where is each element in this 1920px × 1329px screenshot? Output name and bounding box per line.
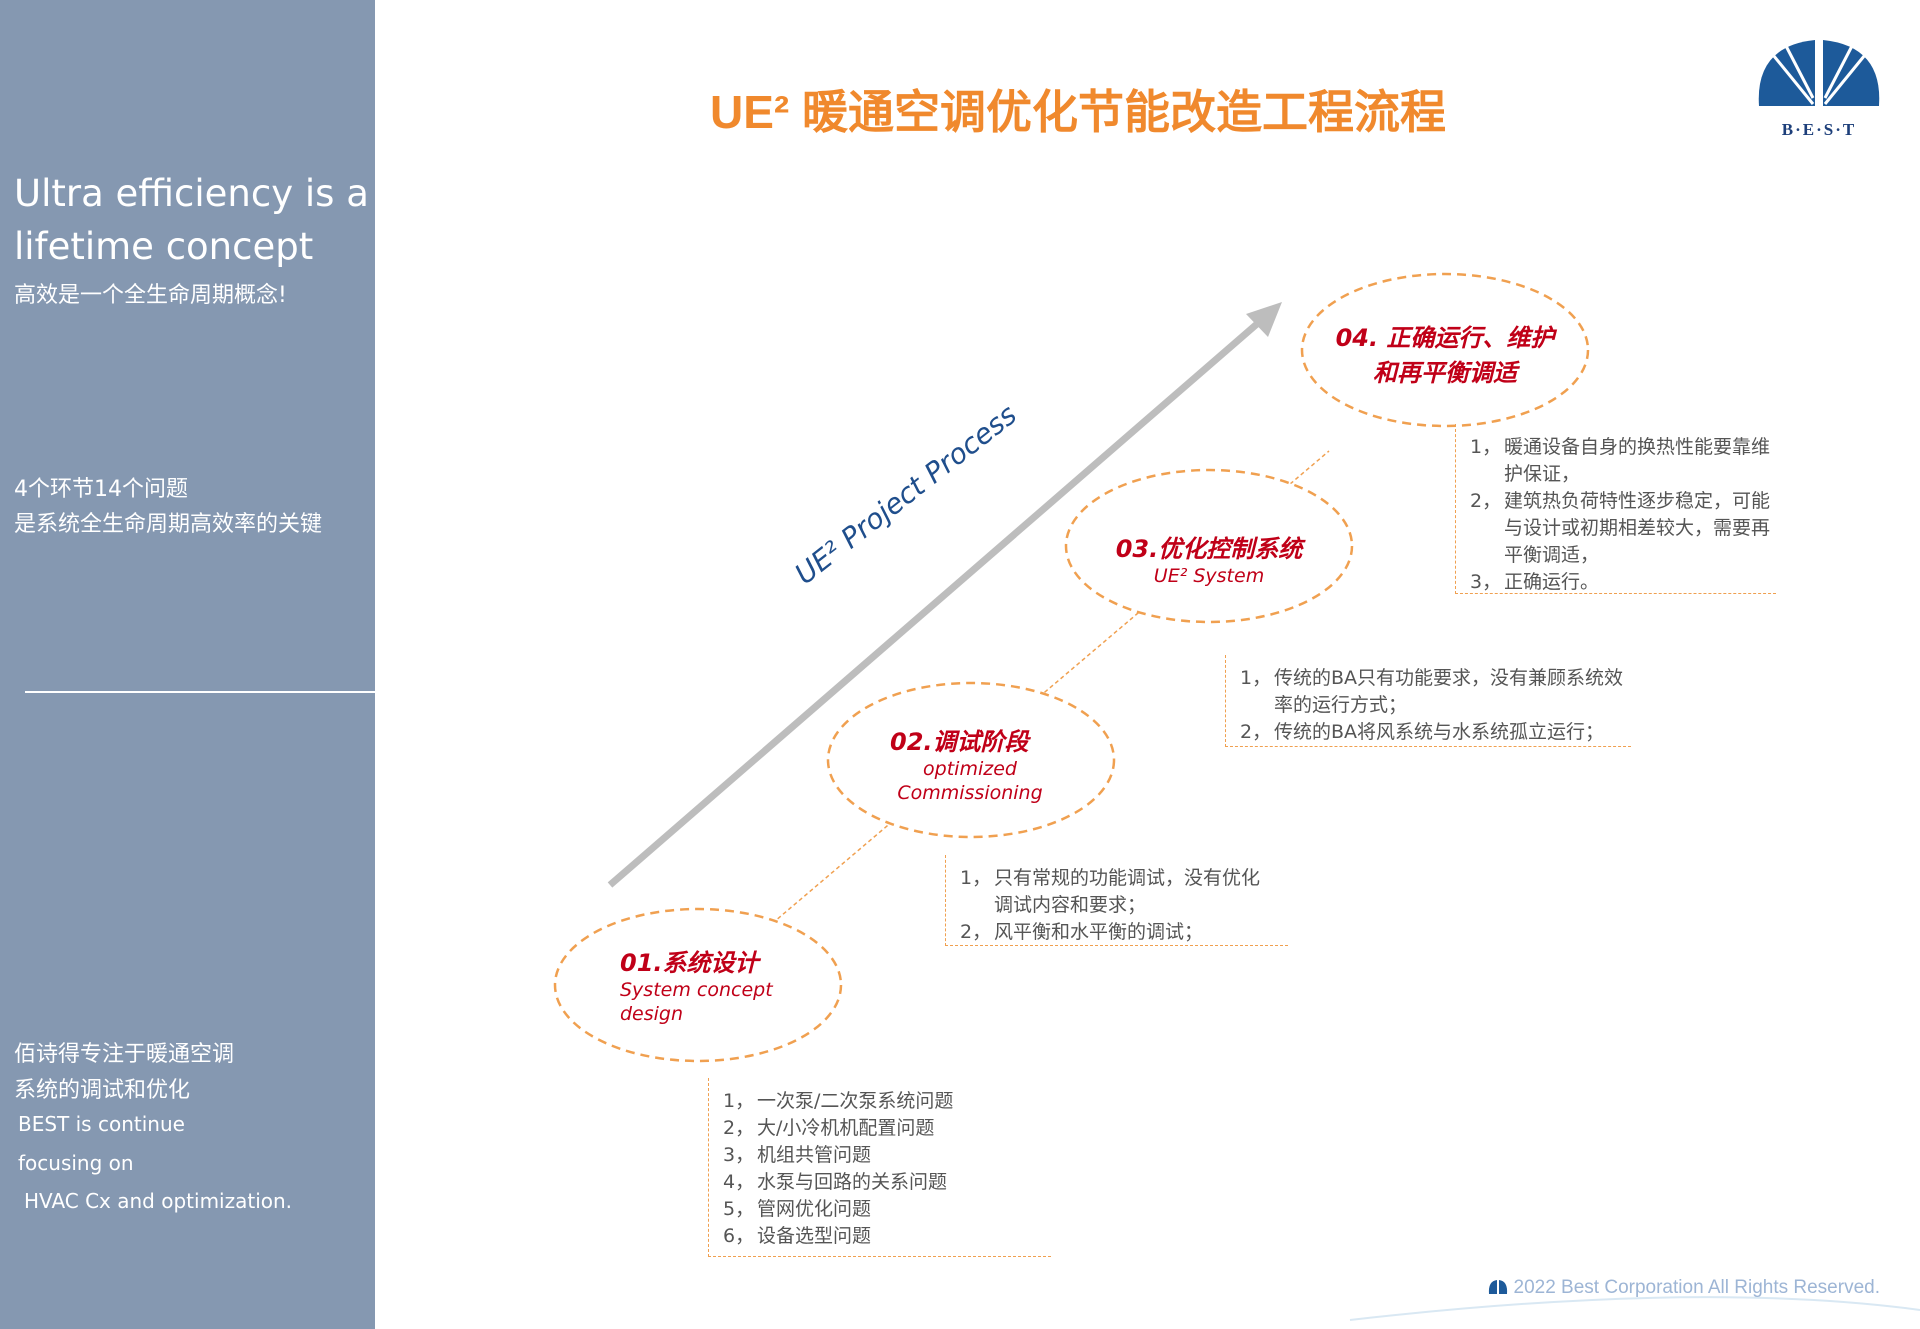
focus-en-3: HVAC Cx and optimization. <box>24 1189 293 1213</box>
focus-en-2: focusing on <box>18 1151 134 1175</box>
list-item: 2，传统的BA将风系统与水系统孤立运行； <box>1240 719 1631 746</box>
stage-2-title: 02.调试阶段 <box>890 728 1029 756</box>
stage-1-en: System concept <box>620 979 773 1001</box>
process-arrow-shaft <box>607 314 1268 888</box>
item-text: 传统的BA只有功能要求，没有兼顾系统效率的运行方式； <box>1274 667 1624 716</box>
stage-2-label: 02.调试阶段 optimized Commissioning <box>860 722 1080 805</box>
best-logo: B·E·S·T <box>1755 36 1883 139</box>
list-item: 1，传统的BA只有功能要求，没有兼顾系统效率的运行方式； <box>1240 665 1631 719</box>
item-text: 只有常规的功能调试，没有优化调试内容和要求； <box>994 867 1261 916</box>
list-item: 1，暖通设备自身的换热性能要靠维护保证， <box>1470 434 1776 488</box>
list-item: 2，建筑热负荷特性逐步稳定，可能与设计或初期相差较大，需要再平衡调适， <box>1470 488 1776 569</box>
item-text: 暖通设备自身的换热性能要靠维护保证， <box>1504 436 1771 485</box>
stage-3-issues: 1，传统的BA只有功能要求，没有兼顾系统效率的运行方式； 2，传统的BA将风系统… <box>1225 655 1631 747</box>
list-item: 1，只有常规的功能调试，没有优化调试内容和要求； <box>960 865 1288 919</box>
connector-line <box>734 450 1330 956</box>
item-text: 机组共管问题 <box>757 1144 872 1166</box>
page-title: UE² 暖通空调优化节能改造工程流程 <box>710 86 1446 138</box>
list-item: 2，大/小冷机机配置问题 <box>723 1115 1051 1142</box>
logo-text: B·E·S·T <box>1781 120 1857 139</box>
item-num: 3， <box>723 1144 755 1166</box>
stage-3-en: UE² System <box>1153 565 1265 587</box>
list-item: 5，管网优化问题 <box>723 1196 1051 1223</box>
stage-3-title: 03.优化控制系统 <box>1115 535 1303 563</box>
arrow-head-icon <box>1246 302 1282 337</box>
item-num: 1， <box>1470 436 1502 458</box>
list-item: 2，风平衡和水平衡的调试； <box>960 919 1288 946</box>
logo-wings-icon <box>1758 40 1880 106</box>
stage-3-ellipse <box>1064 468 1354 624</box>
item-text: 正确运行。 <box>1504 571 1600 593</box>
item-text: 大/小冷机机配置问题 <box>757 1117 935 1139</box>
stage-2-issues: 1，只有常规的功能调试，没有优化调试内容和要求； 2，风平衡和水平衡的调试； <box>945 855 1288 946</box>
stage-4-title: 04. 正确运行、维护 <box>1335 324 1555 352</box>
key-line-2: 是系统全生命周期高效率的关键 <box>14 512 323 537</box>
item-text: 传统的BA将风系统与水系统孤立运行； <box>1274 721 1605 743</box>
list-item: 4，水泵与回路的关系问题 <box>723 1169 1051 1196</box>
item-num: 1， <box>1240 667 1272 689</box>
footer-logo-icon <box>1488 1280 1507 1294</box>
item-text: 一次泵/二次泵系统问题 <box>757 1090 954 1112</box>
focus-cn-2: 系统的调试和优化 <box>14 1078 191 1103</box>
stage-4-ellipse <box>1300 272 1590 428</box>
item-text: 水泵与回路的关系问题 <box>757 1171 948 1193</box>
stage-1-ellipse <box>553 907 843 1063</box>
stage-1-label: 01.系统设计 System concept design <box>620 943 790 1026</box>
item-num: 2， <box>723 1117 755 1139</box>
tagline-en-2: lifetime concept <box>14 225 314 268</box>
stage-1-issues: 1，一次泵/二次泵系统问题 2，大/小冷机机配置问题 3，机组共管问题 4，水泵… <box>708 1078 1051 1257</box>
item-text: 风平衡和水平衡的调试； <box>994 921 1204 943</box>
item-num: 2， <box>1470 490 1502 512</box>
focus-en-1: BEST is continue <box>18 1112 185 1136</box>
stage-4-issues: 1，暖通设备自身的换热性能要靠维护保证， 2，建筑热负荷特性逐步稳定，可能与设计… <box>1455 424 1776 594</box>
stage-1-title: 01.系统设计 <box>620 949 759 977</box>
tagline-en-1: Ultra efficiency is a <box>14 172 369 215</box>
item-num: 6， <box>723 1225 755 1247</box>
copyright-text: 2022 Best Corporation All Rights Reserve… <box>1513 1277 1880 1298</box>
item-text: 设备选型问题 <box>757 1225 872 1247</box>
item-num: 2， <box>1240 721 1272 743</box>
list-item: 6，设备选型问题 <box>723 1223 1051 1250</box>
item-text: 管网优化问题 <box>757 1198 872 1220</box>
sidebar: Ultra efficiency is a lifetime concept 高… <box>0 0 375 1329</box>
footer-swoosh <box>1349 1296 1920 1321</box>
stage-4-title-2: 和再平衡调适 <box>1373 359 1517 387</box>
divider <box>25 691 375 693</box>
stage-4-label: 04. 正确运行、维护 和再平衡调适 <box>1310 318 1580 388</box>
list-item: 3，机组共管问题 <box>723 1142 1051 1169</box>
stage-2-ellipse <box>826 681 1116 839</box>
item-text: 建筑热负荷特性逐步稳定，可能与设计或初期相差较大，需要再平衡调适， <box>1504 490 1771 566</box>
item-num: 3， <box>1470 571 1502 593</box>
item-num: 5， <box>723 1198 755 1220</box>
list-item: 1，一次泵/二次泵系统问题 <box>723 1088 1051 1115</box>
key-line-1: 4个环节14个问题 <box>14 477 188 502</box>
stage-2-en-2: Commissioning <box>897 782 1043 804</box>
item-num: 1， <box>723 1090 755 1112</box>
tagline-cn: 高效是一个全生命周期概念! <box>14 283 287 308</box>
footer: 2022 Best Corporation All Rights Reserve… <box>1488 1277 1880 1299</box>
stage-2-en: optimized <box>923 758 1017 780</box>
stage-3-label: 03.优化控制系统 UE² System <box>1089 529 1329 588</box>
item-num: 1， <box>960 867 992 889</box>
stage-1-en-2: design <box>620 1003 684 1025</box>
list-item: 3，正确运行。 <box>1470 569 1776 596</box>
focus-cn-1: 佰诗得专注于暖通空调 <box>14 1042 235 1067</box>
item-num: 4， <box>723 1171 755 1193</box>
item-num: 2， <box>960 921 992 943</box>
